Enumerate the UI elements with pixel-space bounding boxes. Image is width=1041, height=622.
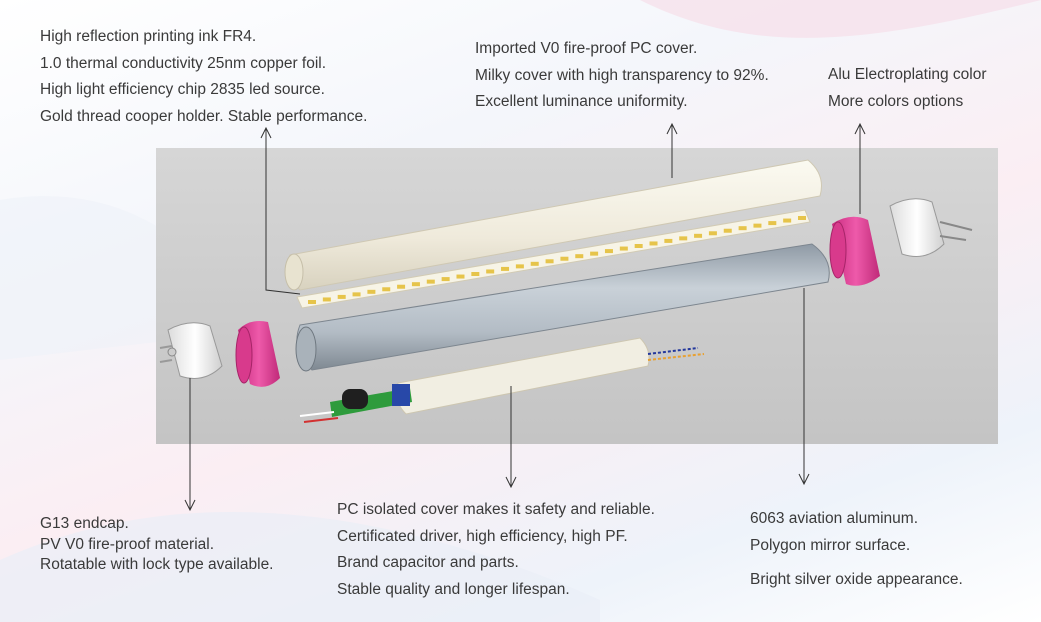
led-chip (664, 238, 673, 243)
led-chip (397, 284, 406, 289)
led-chip (708, 231, 717, 236)
pcb-line-2: 1.0 thermal conductivity 25nm copper foi… (40, 54, 327, 72)
led-strip (296, 209, 811, 309)
right-endcap (889, 198, 973, 257)
led-chip (471, 272, 480, 276)
ring-description: Alu Electroplating color More colors opt… (828, 62, 987, 115)
led-chips (308, 216, 806, 304)
aluminum-line-1: 6063 aviation aluminum. (750, 510, 919, 527)
callout-lines (184, 122, 866, 512)
pcb-line-3: High light efficiency chip 2835 led sour… (40, 81, 325, 98)
led-chip (634, 244, 643, 248)
aluminum-line-2: Polygon mirror surface. (750, 536, 911, 554)
led-chip (411, 282, 420, 287)
led-chip (352, 292, 361, 297)
left-end-ring (235, 321, 280, 387)
led-chip (382, 287, 391, 292)
driver-board (299, 384, 412, 423)
aluminum-line-3: Bright silver oxide appearance. (750, 571, 963, 588)
ring-line-2: More colors options (828, 92, 964, 110)
cover-line-2: Milky cover with high transparency to 92… (475, 66, 769, 84)
led-chip (426, 279, 435, 284)
driver-line-2: Certificated driver, high efficiency, hi… (337, 527, 628, 545)
driver-description: PC isolated cover makes it safety and re… (337, 497, 655, 603)
driver-line-3: Brand capacitor and parts. (337, 554, 519, 571)
cover-line-1: Imported V0 fire-proof PC cover. (475, 40, 698, 57)
endcap-line-1: G13 endcap. (40, 515, 129, 532)
led-chip (783, 218, 792, 223)
led-chip (649, 241, 658, 246)
led-chip (441, 277, 450, 282)
pcb-line-4: Gold thread cooper holder. Stable perfor… (40, 107, 368, 125)
led-chip (308, 300, 316, 304)
led-chip (575, 254, 584, 259)
cover-line-3: Excellent luminance uniformity. (475, 93, 688, 110)
led-chip (768, 221, 777, 226)
led-chip (545, 259, 554, 264)
led-chip (337, 294, 346, 299)
led-chip (619, 246, 628, 251)
pcb-description: High reflection printing ink FR4. 1.0 th… (40, 24, 367, 130)
cover-description: Imported V0 fire-proof PC cover. Milky c… (475, 36, 769, 116)
aluminum-body (295, 243, 830, 372)
led-chip (723, 228, 732, 233)
endcap-line-2: PV V0 fire-proof material. (40, 535, 215, 553)
led-chip (798, 216, 806, 220)
led-chip (560, 256, 569, 261)
led-chip (515, 264, 524, 269)
pc-cover (284, 159, 822, 291)
led-chip (486, 269, 495, 274)
led-chip (590, 251, 599, 256)
led-chip (501, 266, 510, 271)
endcap-line-3: Rotatable with lock type available. (40, 556, 274, 573)
led-chip (456, 274, 465, 279)
aluminum-description: 6063 aviation aluminum. Polygon mirror s… (750, 506, 963, 594)
driver-wires (647, 347, 705, 361)
led-chip (322, 297, 331, 302)
driver-line-1: PC isolated cover makes it safety and re… (337, 501, 655, 518)
pcb-callout-arrow (265, 128, 301, 295)
left-endcap (159, 322, 223, 379)
driver-line-4: Stable quality and longer lifespan. (337, 580, 570, 598)
led-chip (679, 236, 688, 241)
pcb-line-1: High reflection printing ink FR4. (40, 28, 257, 45)
led-chip (367, 289, 376, 294)
led-chip (738, 226, 747, 231)
led-chip (530, 261, 539, 266)
right-end-ring (829, 216, 880, 286)
led-chip (753, 223, 762, 228)
led-chip (604, 249, 613, 254)
led-chip (694, 233, 703, 238)
endcap-description: G13 endcap. PV V0 fire-proof material. R… (40, 514, 274, 576)
ring-line-1: Alu Electroplating color (828, 66, 987, 83)
